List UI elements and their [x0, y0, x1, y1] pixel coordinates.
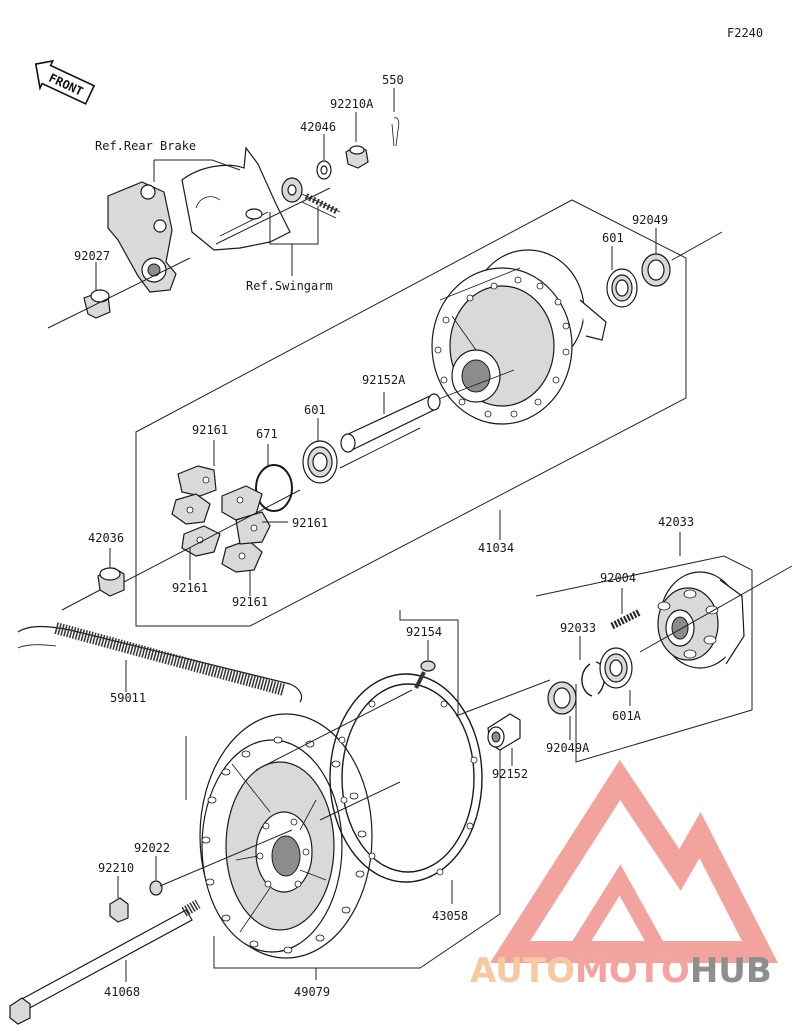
bearing-601a — [599, 647, 633, 689]
watermark-hub: HUB — [690, 951, 772, 991]
label-43058: 43058 — [432, 909, 468, 923]
watermark-logo-icon — [489, 759, 779, 963]
wheel-frame — [185, 736, 501, 969]
collar-92152 — [487, 713, 521, 751]
label-92022: 92022 — [134, 841, 170, 855]
label-550: 550 — [382, 73, 404, 87]
stud-92004 — [610, 608, 642, 630]
hub-frame — [135, 199, 687, 627]
label-42036: 42036 — [88, 531, 124, 545]
bearing-601-mid — [302, 440, 338, 484]
label-601a: 601A — [612, 709, 642, 723]
label-92027: 92027 — [74, 249, 110, 263]
nut-92210a — [345, 145, 369, 169]
diagram-code: F2240 — [727, 26, 763, 40]
washer-92022 — [149, 880, 163, 896]
label-92152a: 92152A — [362, 373, 406, 387]
label-92152: 92152 — [492, 767, 528, 781]
ref-swingarm: Ref.Swingarm — [246, 279, 333, 293]
rear-wheel — [199, 713, 373, 959]
label-92161-b: 92161 — [292, 516, 328, 530]
rubber-ring-43058 — [329, 673, 483, 883]
label-601-top: 601 — [602, 231, 624, 245]
label-92049-top: 92049 — [632, 213, 668, 227]
caliper-bracket — [107, 181, 177, 293]
bearing-601-top — [606, 268, 638, 308]
watermark: AUTOMOTOHUB — [470, 759, 779, 991]
watermark-text: AUTOMOTOHUB — [470, 951, 772, 991]
label-92033: 92033 — [560, 621, 596, 635]
seal-92049a — [547, 681, 577, 715]
label-92004: 92004 — [600, 571, 636, 585]
adjuster-bolt — [281, 177, 341, 219]
sprocket-coupling — [657, 571, 745, 669]
label-92161-d: 92161 — [232, 595, 268, 609]
label-92154: 92154 — [406, 625, 442, 639]
o-ring-671 — [255, 464, 293, 512]
collar-92027 — [83, 289, 111, 319]
rear-hub — [431, 249, 607, 425]
axle-41068 — [9, 899, 201, 1025]
cotter-pin-550 — [391, 117, 400, 147]
swingarm-piece — [181, 146, 291, 251]
spacer-92152a — [340, 393, 441, 453]
hub-dampers — [171, 465, 271, 573]
drive-belt-59011 — [17, 622, 303, 703]
label-92210: 92210 — [98, 861, 134, 875]
ref-rear-brake: Ref.Rear Brake — [95, 139, 196, 153]
label-41034: 41034 — [478, 541, 514, 555]
nut-92210 — [109, 897, 129, 923]
seal-92049-top — [641, 253, 671, 287]
label-92210a: 92210A — [330, 97, 374, 111]
bolt-92154 — [414, 660, 436, 689]
label-92049a: 92049A — [546, 741, 590, 755]
watermark-moto: MOTO — [575, 951, 690, 991]
label-42046: 42046 — [300, 120, 336, 134]
watermark-auto: AUTO — [470, 951, 575, 991]
label-92161-c: 92161 — [172, 581, 208, 595]
collar-42036 — [97, 567, 125, 597]
label-42033: 42033 — [658, 515, 694, 529]
coupling-frame — [535, 555, 753, 763]
label-92161-a: 92161 — [192, 423, 228, 437]
label-671: 671 — [256, 427, 278, 441]
label-49079: 49079 — [294, 985, 330, 999]
label-59011: 59011 — [110, 691, 146, 705]
label-41068: 41068 — [104, 985, 140, 999]
label-601-mid: 601 — [304, 403, 326, 417]
front-arrow-icon: FRONT — [34, 59, 96, 105]
